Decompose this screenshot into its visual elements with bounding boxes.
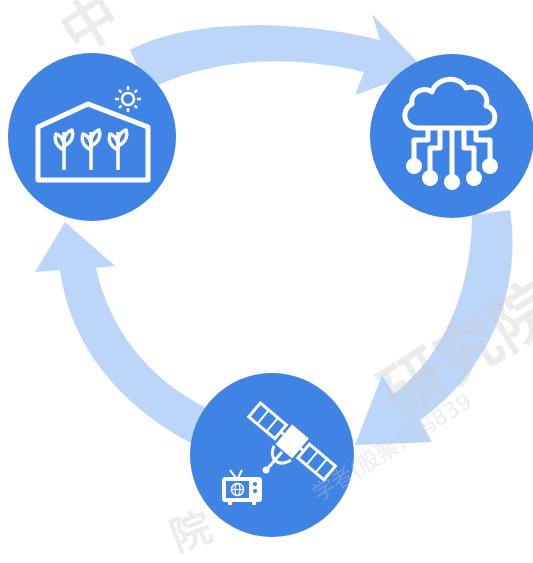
cycle-diagram	[8, 14, 533, 537]
satellite-icon	[246, 400, 338, 482]
tv-globe-icon	[222, 469, 262, 505]
node-greenhouse	[8, 53, 176, 221]
node-satellite	[190, 373, 354, 537]
network-node-dots	[406, 158, 498, 190]
satellite-antenna	[266, 451, 284, 469]
cycle-arrows	[35, 14, 513, 450]
sun-icon	[115, 86, 141, 112]
cloud-network-icon	[402, 76, 498, 179]
greenhouse-icon	[35, 101, 151, 183]
arrow-cloud-to-satellite	[355, 210, 513, 445]
node-cloud	[370, 54, 533, 218]
arrow-greenhouse-to-cloud	[130, 14, 425, 95]
satellite-antenna-tip	[262, 466, 270, 474]
arrow-satellite-to-greenhouse	[35, 222, 222, 450]
